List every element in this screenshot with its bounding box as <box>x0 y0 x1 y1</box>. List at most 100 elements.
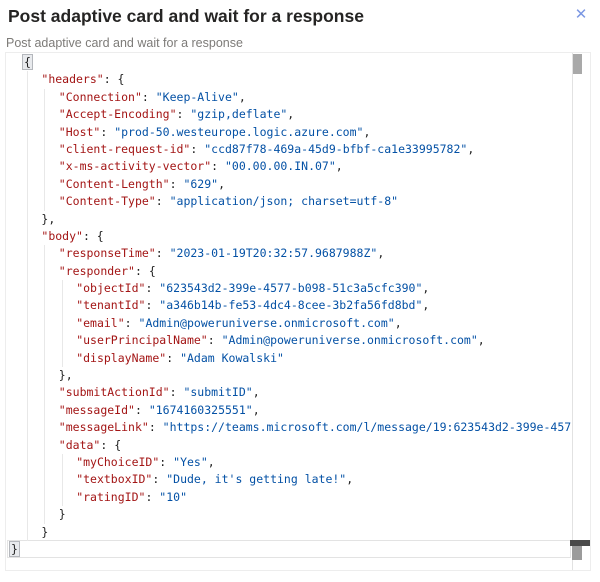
code-token: } <box>58 507 66 522</box>
code-token: : <box>155 246 170 261</box>
code-line: "Content-Length": "629", <box>6 175 572 194</box>
code-token: "Content-Type" <box>58 194 156 209</box>
code-token: "responder" <box>58 263 135 278</box>
indent-guide-icon <box>44 88 46 107</box>
indent-guide-icon <box>27 488 28 507</box>
indent-guide-icon <box>44 262 46 281</box>
code-token: "Keep-Alive" <box>155 89 239 104</box>
code-token: : <box>190 141 205 156</box>
code-line: } <box>6 540 572 558</box>
code-token: "Admin@poweruniverse.onmicrosoft.com" <box>138 315 395 330</box>
indent-guide-icon <box>27 314 28 333</box>
code-line: "displayName": "Adam Kowalski" <box>6 349 572 368</box>
scrollbar-corner-thumb[interactable] <box>572 546 582 560</box>
indent-guide-icon <box>27 210 28 228</box>
code-token: } <box>9 540 20 557</box>
code-line: "messageId": "1674160325551", <box>6 401 572 420</box>
code-token: "body" <box>41 228 83 243</box>
json-code-editor[interactable]: {"headers": {"Connection": "Keep-Alive",… <box>5 52 591 571</box>
indent-guide-icon <box>27 227 28 246</box>
code-token: "623543d2-399e-4577-b098-51c3a5cfc390" <box>159 281 423 296</box>
indent-guide-icon <box>27 419 28 437</box>
code-line: "headers": { <box>6 71 572 89</box>
code-token: "1674160325551" <box>148 402 253 417</box>
indent-guide-icon <box>44 419 46 437</box>
indent-guide-icon <box>27 506 28 524</box>
indent-guide-icon <box>27 367 28 385</box>
code-token: : <box>145 298 160 313</box>
code-token: : { <box>100 437 122 452</box>
indent-guide-icon <box>27 245 28 263</box>
code-token: "ccd87f78-469a-45d9-bfbf-ca1e33995782" <box>204 141 468 156</box>
code-token: "x-ms-activity-vector" <box>58 159 212 174</box>
indent-guide-icon <box>44 506 46 524</box>
code-token: "client-request-id" <box>58 141 191 156</box>
dialog-subtitle: Post adaptive card and wait for a respon… <box>6 36 243 50</box>
indent-guide-icon <box>27 297 28 315</box>
code-lines: {"headers": {"Connection": "Keep-Alive",… <box>6 53 572 558</box>
code-line: }, <box>6 210 572 228</box>
code-token: "Host" <box>58 124 101 139</box>
code-token: : <box>207 333 222 348</box>
code-line: "data": { <box>6 436 572 454</box>
indent-guide-icon <box>44 123 46 141</box>
scrollbar-cursor-marker[interactable] <box>570 540 590 546</box>
code-token: : <box>148 420 163 435</box>
indent-guide-icon <box>44 471 46 489</box>
code-token: "submitActionId" <box>58 385 170 400</box>
code-line: } <box>6 506 572 524</box>
code-token: : <box>211 159 225 174</box>
code-token: , <box>287 107 295 122</box>
code-line: "submitActionId": "submitID", <box>6 384 572 402</box>
indent-guide-icon <box>61 488 63 507</box>
code-token: "Yes" <box>173 454 208 469</box>
code-token: "Content-Length" <box>58 176 170 191</box>
code-token: "2023-01-19T20:32:57.9687988Z" <box>169 246 378 261</box>
code-token: : <box>166 350 181 365</box>
code-token: }, <box>58 368 73 383</box>
code-line: "Connection": "Keep-Alive", <box>6 88 572 107</box>
code-token: : <box>145 489 160 504</box>
indent-guide-icon <box>27 193 28 211</box>
indent-guide-icon <box>44 488 46 507</box>
code-line: "email": "Admin@poweruniverse.onmicrosof… <box>6 314 572 333</box>
indent-guide-icon <box>27 401 28 420</box>
indent-guide-icon <box>27 384 28 402</box>
code-token: : <box>152 472 167 487</box>
code-token: "application/json; charset=utf-8" <box>169 194 399 209</box>
close-button[interactable]: ✕ <box>570 4 592 26</box>
code-token: : <box>141 89 156 104</box>
code-line: { <box>6 54 572 71</box>
code-line: "ratingID": "10" <box>6 488 572 507</box>
code-token: , <box>467 141 475 156</box>
indent-guide-icon <box>61 297 63 315</box>
code-line: "x-ms-activity-vector": "00.00.00.IN.07"… <box>6 158 572 176</box>
vertical-scrollbar-thumb[interactable] <box>573 54 582 74</box>
indent-guide-icon <box>44 175 46 194</box>
code-token: , <box>207 454 215 469</box>
dialog-title: Post adaptive card and wait for a respon… <box>8 6 364 26</box>
indent-guide-icon <box>27 349 28 368</box>
code-token: "data" <box>58 437 101 452</box>
code-line: "Content-Type": "application/json; chars… <box>6 193 572 211</box>
code-token: "https://teams.microsoft.com/l/message/1… <box>162 420 572 435</box>
code-token: { <box>22 54 33 70</box>
code-token: : <box>159 454 174 469</box>
code-token: "ratingID" <box>76 489 146 504</box>
indent-guide-icon <box>44 140 46 159</box>
code-token: "Connection" <box>58 89 142 104</box>
indent-guide-icon <box>44 367 46 385</box>
code-token: , <box>422 298 430 313</box>
code-token: "userPrincipalName" <box>76 333 208 348</box>
indent-guide-icon <box>44 401 46 420</box>
code-token: : <box>134 402 149 417</box>
code-token: : { <box>82 228 104 243</box>
code-token: "Adam Kowalski" <box>180 350 284 365</box>
indent-guide-icon <box>27 436 28 454</box>
code-token: , <box>394 315 402 330</box>
code-viewport: {"headers": {"Connection": "Keep-Alive",… <box>6 53 573 570</box>
code-token: "myChoiceID" <box>76 454 160 469</box>
code-token: : <box>124 315 139 330</box>
code-line: "messageLink": "https://teams.microsoft.… <box>6 419 572 437</box>
code-token: : <box>176 107 191 122</box>
